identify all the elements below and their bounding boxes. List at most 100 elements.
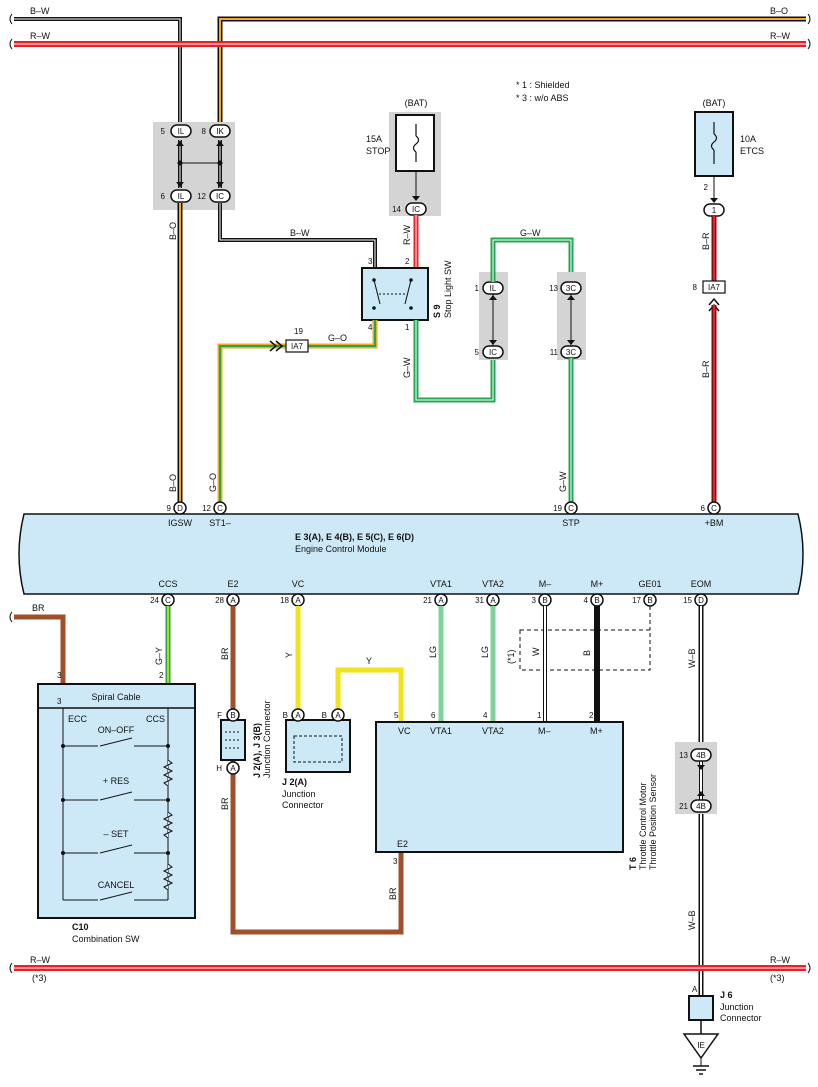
junction-block-il-ic-mid: IL 1 IC 5	[475, 272, 508, 360]
conn-ik-top-id: IK	[216, 127, 224, 136]
j2j3-name: Junction Connector	[262, 700, 272, 778]
label-go-mid: G–O	[328, 333, 347, 343]
ecm-bottom-pin-num: 17	[632, 596, 641, 605]
fuse-etcs	[694, 111, 734, 177]
conn-ia7-right-id: IA7	[708, 283, 721, 292]
ecm-bottom-pin-num: 18	[280, 596, 289, 605]
conn-ic-mid-id: IC	[489, 348, 497, 357]
ecm-bottom-pin-num: 21	[423, 596, 432, 605]
ecm-top-pin-num: 19	[553, 504, 562, 513]
label-rw-bottom-right: R–W	[770, 955, 791, 965]
stop-sw-pin1: 1	[405, 323, 410, 332]
label-br-etcs: B–R	[701, 232, 711, 250]
conn-ik-top-pin: 8	[202, 127, 207, 136]
j2j3-id-f: B	[230, 711, 235, 720]
ecm-bottom-pin-num: 3	[532, 596, 537, 605]
label-go-ecm: G–O	[208, 473, 218, 492]
j2j3-id-h: A	[230, 764, 236, 773]
ecm-bottom-pin-id: A	[230, 596, 236, 605]
label-wb1: W–B	[687, 648, 697, 668]
conn-ia7-right-pin: 8	[693, 283, 698, 292]
j2a-code: J 2(A)	[282, 777, 307, 787]
stop-sw-name: Stop Light SW	[443, 260, 453, 318]
label-br-spiral: BR	[32, 603, 45, 613]
label-y-vc: Y	[284, 652, 294, 658]
t6-name2: Throttle Position Sensor	[648, 774, 658, 870]
junction-block-3c: 3C 13 3C 11	[549, 272, 586, 360]
stop-sw-pin4: 4	[368, 323, 373, 332]
ecm-bottom-pin-label: VTA1	[430, 579, 452, 589]
j6-name1: Junction	[720, 1002, 754, 1012]
label-lg2: LG	[480, 646, 490, 658]
switch-res: + RES	[103, 776, 129, 786]
note-shielded: * 1 : Shielded	[516, 80, 570, 90]
j2a-id-b2: A	[335, 711, 341, 720]
j2a-pin-b2: B	[322, 711, 327, 720]
conn-ic-bot-pin: 12	[197, 192, 206, 201]
label-lg1: LG	[428, 646, 438, 658]
label-shield: (*1)	[506, 649, 516, 664]
ecm-bottom-pin-label: EOM	[691, 579, 712, 589]
label-rw-stop: R–W	[402, 224, 412, 245]
label-rw-bottom-left: R–W	[30, 955, 51, 965]
label-gy: G–Y	[154, 647, 164, 665]
stop-light-switch: 3 2 4 1 S 9 Stop Light SW	[361, 257, 453, 332]
note-wo-abs: * 3 : w/o ABS	[516, 93, 569, 103]
fuse-stop-block: (BAT) 15A STOP IC 14	[366, 98, 441, 216]
ecm-bottom-pin-id: B	[594, 596, 599, 605]
csw-ccs: CCS	[146, 714, 165, 724]
label-bo-ecm: B–O	[168, 474, 178, 492]
bat-left: (BAT)	[405, 98, 428, 108]
shield-box	[519, 629, 651, 671]
label-bo-vertical: B–O	[168, 222, 178, 240]
j2a-name2: Connector	[282, 800, 324, 810]
ecm-bottom-pin-id: A	[490, 596, 496, 605]
ecm-top-pin-id: D	[177, 504, 183, 513]
csw-code: C10	[72, 922, 89, 932]
label-rw-bottom-left-note: (*3)	[32, 973, 47, 983]
ecm-bottom-pin-num: 28	[215, 596, 224, 605]
ecm-bottom-pin-id: B	[542, 596, 547, 605]
ecm-bottom-pin-id: C	[165, 596, 171, 605]
label-gw-top: G–W	[520, 228, 541, 238]
label-gw-ecm: G–W	[558, 471, 568, 492]
conn-il-mid-pin: 1	[475, 284, 480, 293]
ecm-top-pin-id: C	[217, 504, 223, 513]
ecm-bottom-pin-label: M–	[539, 579, 552, 589]
label-br-e2: BR	[220, 647, 230, 660]
t6-pin5: 5	[394, 711, 399, 720]
ecm-top-pin-id: C	[711, 504, 717, 513]
ecm-bottom-pin-m: B3M–	[532, 579, 552, 607]
switch-on-off: ON–OFF	[98, 725, 135, 735]
stop-sw-pin2: 2	[405, 257, 410, 266]
stop-sw-pin3: 3	[368, 257, 373, 266]
ecm-bottom-pin-id: B	[647, 596, 652, 605]
j6-name2: Connector	[720, 1013, 762, 1023]
label-gw-low: G–W	[402, 357, 412, 378]
conn-4b-bot-pin: 21	[679, 802, 688, 811]
label-bw-left: B–W	[30, 6, 50, 16]
conn-ic-stop-id: IC	[412, 205, 420, 214]
ground-id: IE	[697, 1041, 705, 1050]
t6-code: T 6	[628, 857, 638, 870]
conn-il-bot-id: IL	[178, 192, 185, 201]
label-wb2: W–B	[687, 910, 697, 930]
ecm-bottom-pin-num: 31	[475, 596, 484, 605]
j2a-name1: Junction	[282, 789, 316, 799]
conn-il-bot-pin: 6	[161, 192, 166, 201]
engine-control-module: E 3(A), E 4(B), E 5(C), E 6(D) Engine Co…	[18, 513, 804, 595]
y-wire-loop	[335, 667, 404, 722]
fuse-etcs-name: ETCS	[740, 146, 764, 156]
stop-sw-code: S 9	[432, 304, 442, 318]
conn-3c-top-id: 3C	[566, 284, 576, 293]
conn-ic-bot-id: IC	[216, 192, 224, 201]
ecm-bottom-pin-num: 4	[584, 596, 589, 605]
t6-e2: E2	[397, 839, 408, 849]
conn-il-top-id: IL	[178, 127, 185, 136]
ecm-bottom-pin-label: GE01	[638, 579, 661, 589]
j2j3-code: J 2(A), J 3(B)	[252, 723, 262, 778]
t6-vta1: VTA1	[430, 726, 452, 736]
